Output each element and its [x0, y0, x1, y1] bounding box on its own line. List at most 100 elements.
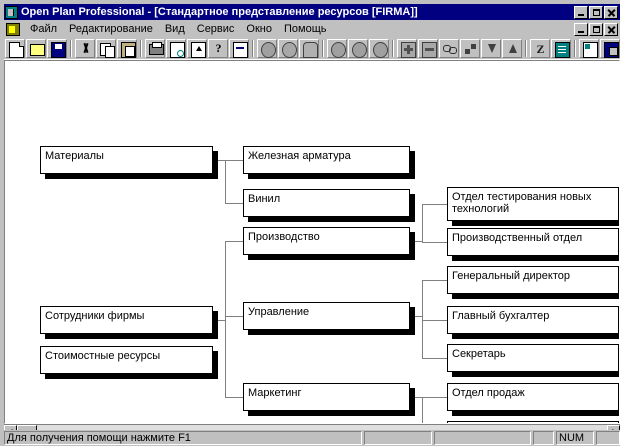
menu-bar: Файл Редактирование Вид Сервис Окно Помо… — [4, 21, 620, 37]
move-down-button[interactable] — [481, 38, 501, 58]
status-panel-4 — [533, 431, 554, 445]
resource-circle-icon — [261, 41, 276, 58]
help-question-icon: ? — [215, 40, 222, 55]
link-icon — [443, 42, 457, 56]
add-plus-icon — [401, 41, 416, 58]
diagram-node-gl-buhgalter[interactable]: Главный бухгалтер — [447, 306, 619, 339]
close-button[interactable] — [604, 5, 618, 19]
spell-check-button[interactable] — [229, 38, 249, 58]
restore-icon — [590, 24, 602, 35]
node-label: Материалы — [40, 146, 213, 174]
node-label: Железная арматура — [243, 146, 410, 174]
connector-line — [410, 241, 422, 242]
connector-line — [422, 204, 423, 242]
mdi-close-button[interactable] — [604, 22, 618, 36]
connector-line — [422, 280, 423, 358]
diagram-node-gen-direktor[interactable]: Генеральный директор — [447, 266, 619, 299]
resource-circle-button[interactable] — [257, 38, 277, 58]
mdi-document-icon[interactable] — [6, 22, 20, 36]
diagram-node-otdel-prodazh[interactable]: Отдел продаж — [447, 383, 619, 416]
toolbar-separator — [319, 39, 326, 58]
resource-shape-button[interactable] — [299, 38, 319, 58]
toolbar-separator — [522, 39, 529, 58]
diagram-node-vinyl[interactable]: Винил — [243, 189, 415, 222]
connector-line — [225, 397, 243, 398]
diagram-node-materialy[interactable]: Материалы — [40, 146, 218, 179]
minimize-icon — [575, 24, 587, 35]
tile-windows-button[interactable] — [579, 38, 599, 58]
mdi-minimize-button[interactable] — [574, 22, 588, 36]
diagram-node-otdel-test[interactable]: Отдел тестирования новых технологий — [447, 187, 619, 226]
menu-item-edit[interactable]: Редактирование — [69, 23, 153, 35]
zigzag-icon: Z — [536, 41, 545, 56]
close-icon — [605, 24, 617, 35]
steps-icon — [464, 42, 477, 56]
diagram-node-stoimostnye[interactable]: Стоимостные ресурсы — [40, 346, 218, 379]
connector-line — [213, 320, 225, 321]
diagram-node-proizvodstvo[interactable]: Производство — [243, 227, 415, 260]
resource-circle-4-button[interactable] — [369, 38, 389, 58]
menu-item-window[interactable]: Окно — [246, 23, 272, 35]
diagram-node-sekretar[interactable]: Секретарь — [447, 344, 619, 377]
add-button[interactable] — [397, 38, 417, 58]
print-icon — [149, 41, 164, 55]
node-label: Маркетинг — [243, 383, 410, 411]
sort-icon — [191, 41, 206, 58]
toolbar: ? Z — [4, 37, 620, 60]
node-label: Производственный отдел — [447, 228, 619, 256]
mdi-restore-button[interactable] — [589, 22, 603, 36]
menu-item-tools[interactable]: Сервис — [196, 23, 235, 35]
cascade-windows-button[interactable] — [600, 38, 620, 58]
status-panel-6 — [596, 431, 620, 445]
zigzag-button[interactable]: Z — [530, 38, 550, 58]
cut-button[interactable] — [75, 38, 95, 58]
status-panel-2 — [364, 431, 432, 445]
copy-button[interactable] — [96, 38, 116, 58]
resource-circle-3-button[interactable] — [348, 38, 368, 58]
connector-line — [225, 241, 243, 242]
menu-item-file[interactable]: Файл — [30, 23, 58, 35]
restore-button[interactable] — [589, 5, 603, 19]
resource-circle-4-icon — [373, 41, 388, 58]
sort-button[interactable] — [187, 38, 207, 58]
steps-button[interactable] — [460, 38, 480, 58]
resource-globe-icon — [282, 41, 297, 58]
diagram-node-armatura[interactable]: Железная арматура — [243, 146, 415, 179]
diagram-node-proiz-otdel[interactable]: Производственный отдел — [447, 228, 619, 261]
resource-globe-button[interactable] — [278, 38, 298, 58]
open-folder-icon — [30, 43, 45, 56]
print-preview-button[interactable] — [166, 38, 186, 58]
move-up-button[interactable] — [502, 38, 522, 58]
node-label: Отдел продаж — [447, 383, 619, 411]
connector-line — [422, 358, 447, 359]
menu-item-view[interactable]: Вид — [164, 23, 185, 35]
help-button[interactable]: ? — [208, 38, 228, 58]
print-preview-icon — [170, 41, 185, 58]
connector-line — [225, 160, 226, 203]
grid-view-button[interactable] — [551, 38, 571, 58]
save-button[interactable] — [47, 38, 67, 58]
connector-line — [422, 397, 447, 398]
link-button[interactable] — [439, 38, 459, 58]
paste-button[interactable] — [117, 38, 137, 58]
status-panel-3 — [434, 431, 531, 445]
diagram-node-otdel-reklamy[interactable]: Отдел рекламы — [447, 421, 619, 423]
new-file-button[interactable] — [5, 38, 25, 58]
toolbar-separator — [389, 39, 396, 58]
diagram-node-marketing[interactable]: Маркетинг — [243, 383, 415, 416]
restore-icon — [590, 7, 602, 18]
connector-line — [410, 316, 422, 317]
resource-circle-2-button[interactable] — [327, 38, 347, 58]
remove-minus-icon — [422, 41, 437, 58]
print-button[interactable] — [145, 38, 165, 58]
remove-button[interactable] — [418, 38, 438, 58]
menu-item-help[interactable]: Помощь — [283, 23, 327, 35]
open-file-button[interactable] — [26, 38, 46, 58]
connector-line — [225, 160, 243, 161]
diagram-node-upravlenie[interactable]: Управление — [243, 302, 415, 335]
connector-line — [422, 320, 447, 321]
minimize-button[interactable] — [574, 5, 588, 19]
diagram-node-sotrudniki[interactable]: Сотрудники фирмы — [40, 306, 218, 339]
